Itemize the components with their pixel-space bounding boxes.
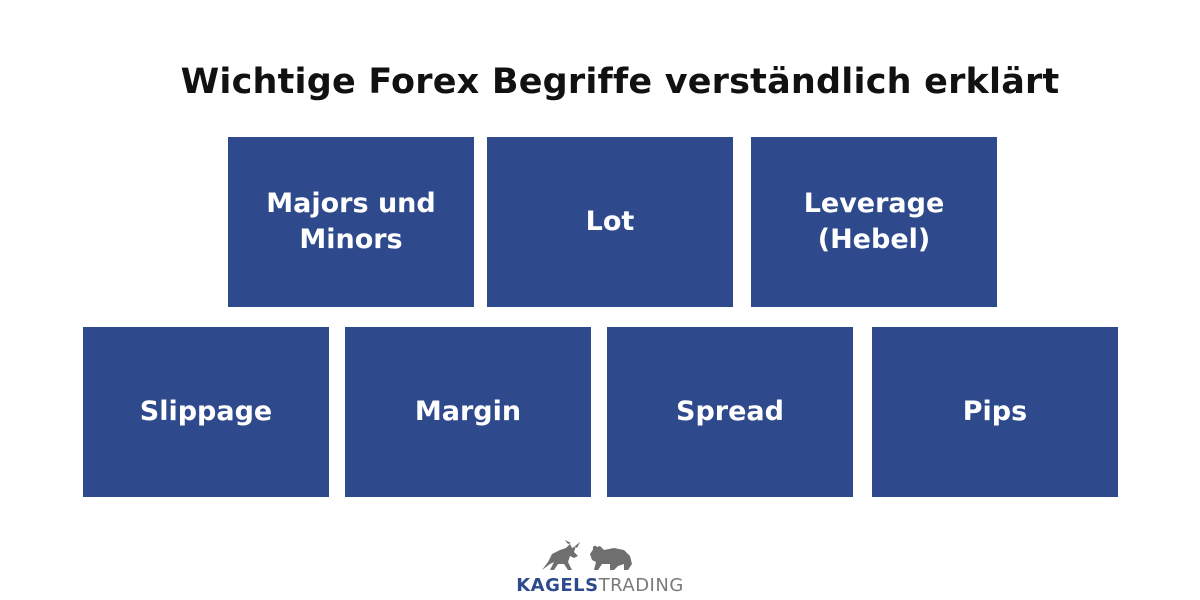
term-tile-lot: Lot bbox=[487, 137, 733, 307]
page-title: Wichtige Forex Begriffe verständlich erk… bbox=[180, 62, 1060, 102]
term-tile-majors-minors: Majors und Minors bbox=[228, 137, 474, 307]
brand-logo: KAGELSTRADING bbox=[500, 540, 700, 596]
bull-and-bear-icon bbox=[542, 540, 632, 570]
brand-wordmark: KAGELSTRADING bbox=[500, 576, 700, 596]
term-tile-spread: Spread bbox=[607, 327, 853, 497]
term-tile-leverage: Leverage (Hebel) bbox=[751, 137, 997, 307]
term-tile-slippage: Slippage bbox=[83, 327, 329, 497]
term-tile-pips: Pips bbox=[872, 327, 1118, 497]
term-tile-margin: Margin bbox=[345, 327, 591, 497]
brand-wordmark-part-a: KAGELS bbox=[516, 575, 599, 596]
brand-wordmark-part-b: TRADING bbox=[598, 575, 684, 596]
